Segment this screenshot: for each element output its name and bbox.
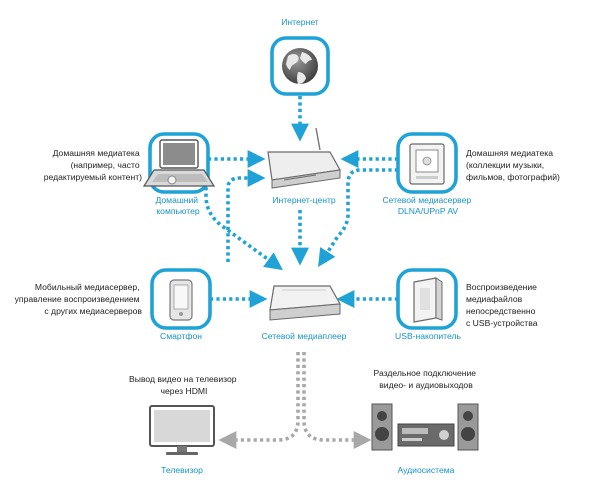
home-pc-label-line2: компьютер <box>156 206 200 216</box>
media-server-label: Сетевой медиасервер DLNA/UPnP AV <box>382 195 473 216</box>
link-pc-player <box>204 168 283 271</box>
note-mobile-server: Мобильный медиасервер, управление воспро… <box>15 282 143 316</box>
tv-icon <box>149 405 215 455</box>
connections <box>204 96 398 308</box>
media-player-label: Сетевой медиаплеер <box>262 331 347 341</box>
media-server-label-line1: Сетевой медиасервер <box>382 195 471 205</box>
media-server-label-line2: DLNA/UPnP AV <box>398 206 459 216</box>
router-icon <box>267 127 341 189</box>
note-separate-outputs: Раздельное подключение видео- и аудиовых… <box>374 368 479 390</box>
globe-icon <box>282 48 318 84</box>
tv-label: Телевизор <box>161 465 203 475</box>
router-label: Интернет-центр <box>272 195 336 205</box>
home-pc-label-line1: Домашний <box>155 195 198 205</box>
media-player-icon <box>269 285 341 321</box>
note-home-library-right: Домашняя медиатека (коллекции музыки, фи… <box>466 148 560 182</box>
smartphone-label: Смартфон <box>160 331 202 341</box>
note-home-library-left: Домашняя медиатека (например, часто реда… <box>44 148 142 182</box>
link-smartphone-router <box>226 169 266 262</box>
usb-label: USB-накопитель <box>395 331 461 341</box>
output-connections <box>218 352 372 449</box>
internet-label: Интернет <box>281 17 319 27</box>
home-pc-label: Домашний компьютер <box>155 195 200 216</box>
nas-icon <box>409 143 445 185</box>
audio-system-icon <box>371 403 479 451</box>
note-hdmi: Вывод видео на телевизор через HDMI <box>129 374 239 396</box>
note-usb-playback: Воспроизведение медиафайлов непосредстве… <box>466 282 539 328</box>
audio-label: Аудиосистема <box>398 465 455 475</box>
node-labels: Интернет Домашний компьютер Интернет-цен… <box>155 17 473 475</box>
annotations: Домашняя медиатека (например, часто реда… <box>15 148 560 396</box>
laptop-icon <box>142 139 216 187</box>
link-nas-player <box>318 168 398 268</box>
smartphone-icon <box>169 279 193 321</box>
link-player-audio <box>302 352 372 449</box>
link-player-tv <box>218 352 300 449</box>
usb-drive-icon <box>413 277 443 323</box>
